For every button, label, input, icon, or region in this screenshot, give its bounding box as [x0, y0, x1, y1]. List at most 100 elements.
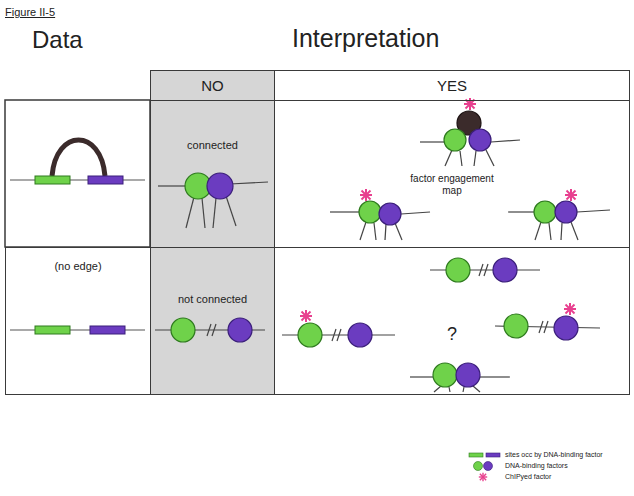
- ambiguous-factors-part: [463, 387, 464, 392]
- data-unlooped-sites: [10, 326, 145, 334]
- engagement-pair-right-part: [534, 201, 556, 223]
- ambiguous-factors-part: [493, 258, 517, 282]
- unconnected-factors-part: [207, 324, 211, 336]
- engagement-pair-left-part: [385, 224, 386, 240]
- ambiguous-factors-part: [473, 386, 480, 392]
- ambiguous-factors-part: [348, 323, 372, 347]
- connected-factors-part: [207, 173, 233, 199]
- star-part: [480, 473, 486, 479]
- column-heading: Interpretation: [292, 24, 439, 52]
- engagement-pair-left-part: [379, 203, 401, 225]
- cell-text: (no edge): [18, 260, 138, 273]
- legend-row: sites occ by DNA-binding factor: [468, 449, 603, 460]
- engagement-complex-top-part: [486, 150, 494, 166]
- column-heading: Data: [32, 26, 83, 53]
- ambiguous-factors-part: [337, 329, 341, 341]
- star-sample: [479, 472, 487, 480]
- cell-text: connected: [158, 139, 268, 152]
- figure-title: Figure II-5: [5, 6, 55, 18]
- table-cell: not connected: [150, 247, 275, 395]
- legend: sites occ by DNA-binding factorDNA-bindi…: [468, 449, 603, 482]
- ambiguous-factors-part: [410, 376, 433, 377]
- unconnected-factors: [155, 318, 265, 342]
- ambiguous-factors-part: [332, 329, 336, 341]
- engagement-pair-right-part: [535, 222, 541, 240]
- table-cell: connected: [150, 100, 275, 248]
- engagement-complex-top-part: [474, 151, 476, 166]
- cell-text: factor engagement map: [410, 173, 494, 196]
- no-column-shade: [150, 70, 275, 395]
- ambiguous-factors-part: [554, 316, 578, 340]
- figure-title-box: Figure II-5: [5, 2, 55, 20]
- engagement-pair-right-part: [549, 223, 551, 240]
- cell-text: ?: [432, 324, 472, 345]
- connected-factors-part: [186, 197, 194, 228]
- legend-row: DNA-binding factors: [468, 460, 603, 471]
- engagement-complex-top-part: [445, 150, 452, 166]
- table-cell: NO: [150, 70, 275, 101]
- data-looped-sites-part: [52, 140, 105, 176]
- connected-factors-part: [202, 198, 205, 228]
- ambiguous-factors-part: [564, 303, 576, 315]
- engagement-pair-left-part: [401, 212, 430, 214]
- ambiguous-factors: [282, 258, 600, 392]
- factor-sample: [474, 461, 483, 470]
- engagement-complex-top-part: [420, 141, 444, 142]
- legend-row: ChIPyed factor: [468, 471, 603, 482]
- connected-factors-part: [213, 198, 216, 228]
- engagement-pair-left-part: [359, 201, 381, 223]
- cell-text: NO: [158, 77, 268, 94]
- ambiguous-factors-part: [446, 258, 470, 282]
- ambiguous-factors-part: [539, 321, 543, 333]
- ambiguous-factors-part: [300, 310, 312, 322]
- star-part: [480, 473, 486, 479]
- table-cell: factor engagement map: [274, 100, 630, 248]
- legend-sample: [468, 472, 502, 482]
- data-looped-sites-part: [35, 176, 70, 184]
- data-looped-sites-part: [10, 179, 145, 180]
- engagement-pair-right-part: [571, 222, 578, 240]
- ambiguous-factors-part: [434, 386, 441, 392]
- heading-box: Data: [32, 26, 83, 54]
- engagement-complex-top-part: [491, 140, 520, 142]
- unconnected-factors-part: [212, 324, 216, 336]
- table-cell: ?: [274, 247, 630, 395]
- ambiguous-factors-part: [433, 363, 457, 387]
- engagement-pair-left-part: [360, 222, 366, 240]
- engagement-pair-left: [330, 189, 430, 240]
- ambiguous-factors-part: [484, 264, 488, 276]
- cell-text: not connected: [158, 293, 268, 306]
- unconnected-factors-part: [171, 318, 195, 342]
- engagement-pair-left-part: [374, 223, 376, 240]
- engagement-pair-left-part: [330, 211, 359, 212]
- ambiguous-factors-part: [480, 376, 510, 377]
- engagement-pair-right: [508, 189, 610, 240]
- ambiguous-factors-part: [479, 264, 483, 276]
- engagement-complex-top: [420, 98, 520, 166]
- connected-factors: [158, 173, 268, 228]
- ambiguous-factors-part: [544, 321, 548, 333]
- engagement-pair-right-part: [508, 211, 534, 212]
- legend-text: DNA-binding factors: [505, 462, 568, 469]
- ambiguous-factors-part: [449, 387, 450, 392]
- legend-sample: [468, 450, 502, 460]
- engagement-complex-top-part: [444, 129, 466, 151]
- connected-factors-part: [230, 182, 268, 184]
- ambiguous-factors-part: [456, 363, 480, 387]
- data-unlooped-sites-part: [35, 326, 70, 334]
- engagement-complex-top-part: [469, 129, 491, 151]
- site-sample: [486, 453, 500, 457]
- engagement-pair-right-part: [555, 201, 577, 223]
- cell-text: YES: [352, 77, 552, 94]
- legend-text: ChIPyed factor: [505, 473, 551, 480]
- engagement-pair-right-part: [577, 210, 610, 212]
- data-cell: [5, 100, 150, 247]
- factor-sample: [484, 461, 493, 470]
- ambiguous-factors-part: [298, 323, 322, 347]
- connected-factors-part: [158, 185, 188, 186]
- table-cell: (no edge): [5, 247, 151, 395]
- data-looped-sites: [10, 140, 145, 184]
- engagement-pair-left-part: [395, 223, 402, 240]
